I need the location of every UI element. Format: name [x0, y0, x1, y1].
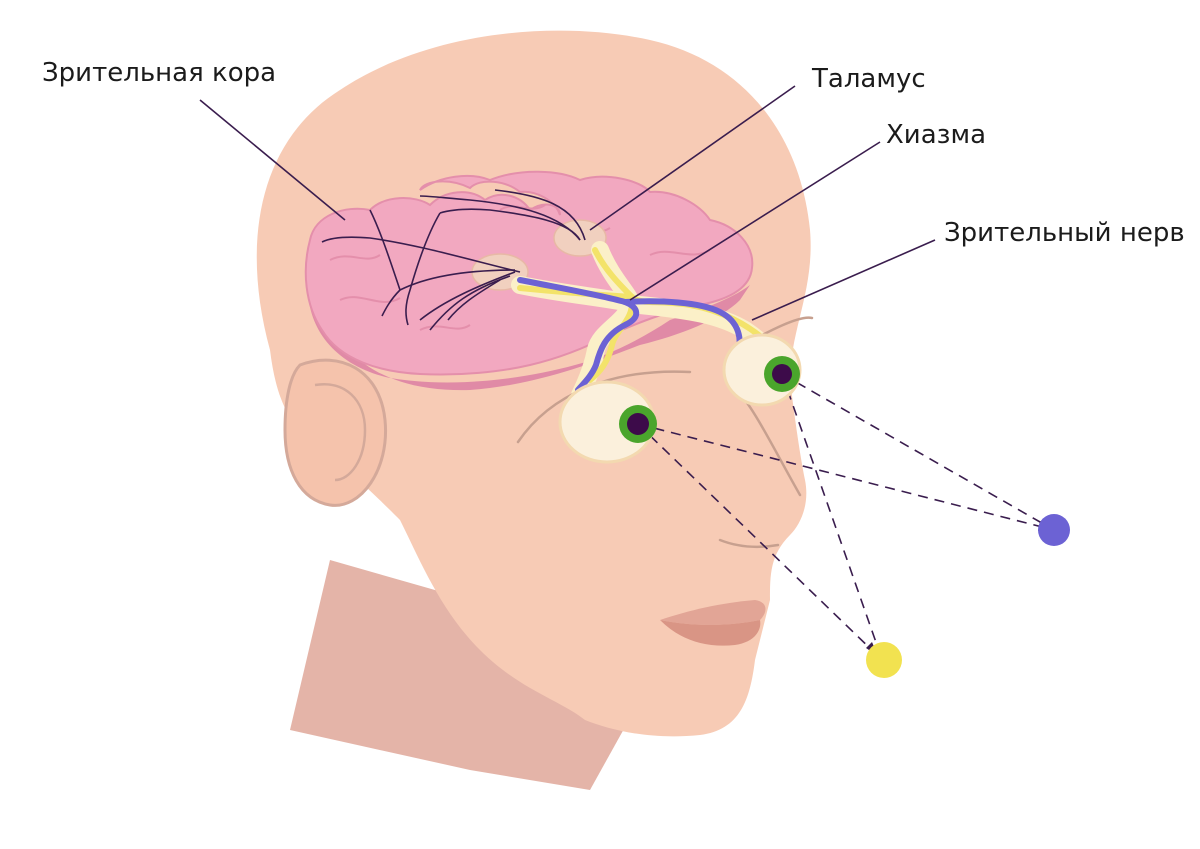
- leader-lines: [199, 85, 936, 321]
- target-blue: [1038, 514, 1070, 546]
- label-visual-cortex: Зрительная кора: [42, 58, 277, 88]
- eye-right: [722, 333, 802, 407]
- label-chiasm: Хиазма: [886, 120, 987, 150]
- pupil-left: [627, 413, 649, 435]
- neck: [290, 560, 640, 790]
- lips: [660, 600, 766, 646]
- nose-bridge: [743, 398, 802, 497]
- ear-inner: [314, 382, 367, 482]
- brain-shadow: [308, 270, 750, 391]
- label-thalamus: Таламус: [812, 64, 926, 94]
- brain: [304, 170, 754, 391]
- sight-line-arrowheads: [866, 521, 1054, 656]
- pathway-blue: [517, 277, 640, 393]
- leader-chiasm: [629, 141, 881, 301]
- leader-visual-cortex: [199, 99, 346, 221]
- label-optic-nerve: Зрительный нерв: [944, 218, 1185, 248]
- leader-thalamus: [589, 85, 796, 231]
- brain-cortex: [304, 170, 754, 376]
- eye-left: [558, 380, 657, 464]
- target-yellow: [866, 642, 902, 678]
- ear: [283, 358, 388, 507]
- nose-bottom: [718, 538, 780, 549]
- optic-radiations: [321, 189, 586, 331]
- leader-optic-nerve: [751, 239, 936, 321]
- pupil-right: [772, 364, 792, 384]
